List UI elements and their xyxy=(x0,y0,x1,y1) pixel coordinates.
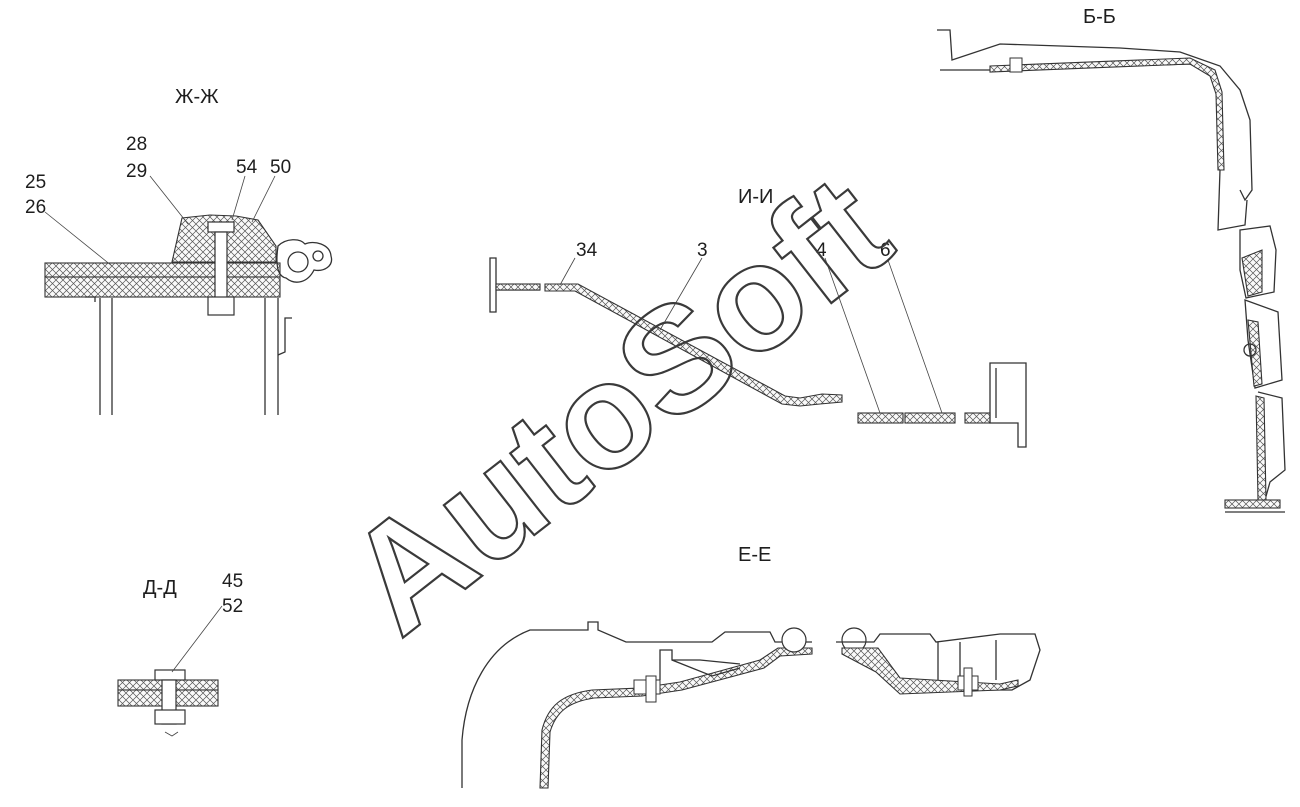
ii-sloped-panel xyxy=(544,283,843,407)
zh-bracket-hole xyxy=(287,251,309,273)
bb-top-fastener xyxy=(1009,57,1023,73)
dd-leader-45 xyxy=(171,605,223,673)
callout-3: 3 xyxy=(697,240,708,261)
ee-right-panel xyxy=(841,647,1019,695)
section-b-b-view: Б-Б xyxy=(937,6,1286,513)
zh-leader-28 xyxy=(149,175,189,225)
watermark-text: AutoSoft xyxy=(316,143,918,665)
callout-52: 52 xyxy=(222,596,243,617)
callout-34: 34 xyxy=(576,240,598,261)
callout-4: 4 xyxy=(816,240,827,261)
ii-leader-3 xyxy=(659,257,703,331)
ee-left-bolt xyxy=(645,675,657,703)
zh-panel-bottom xyxy=(44,276,281,298)
callout-50: 50 xyxy=(270,157,291,178)
ii-panel-6 xyxy=(904,412,956,424)
section-title-i: И-И xyxy=(738,186,773,208)
zh-angle-left xyxy=(85,296,96,302)
ii-panel-left xyxy=(495,283,541,291)
section-e-e-view: Е-Е xyxy=(461,544,1041,789)
callout-54: 54 xyxy=(236,157,258,178)
dd-bolt-tip xyxy=(164,731,179,737)
zh-bracket xyxy=(276,239,333,283)
zh-bolt-head xyxy=(207,221,235,233)
ee-right-ribs xyxy=(937,640,997,680)
ee-left-inner-frame xyxy=(659,649,741,680)
bb-pillar-3 xyxy=(1244,299,1283,389)
ii-panel-right xyxy=(964,412,991,424)
bb-pillar-panel-1 xyxy=(1241,249,1263,297)
bb-inner-profile xyxy=(940,63,1221,151)
callout-45: 45 xyxy=(222,571,243,592)
zh-nut xyxy=(207,296,235,316)
callout-26: 26 xyxy=(25,197,46,218)
section-i-i-view: И-И 34 3 4 6 xyxy=(489,186,1027,448)
ii-leader-4 xyxy=(824,257,881,414)
bb-upper-panel xyxy=(989,57,1225,171)
ii-leader-6 xyxy=(887,259,943,414)
zh-angle-right xyxy=(277,317,292,356)
bb-outer-profile xyxy=(937,29,1253,202)
section-title-b: Б-Б xyxy=(1083,6,1116,28)
ee-outer-profile-right xyxy=(836,633,1041,691)
zh-panel-top xyxy=(44,262,281,278)
ee-left-inner-rib xyxy=(672,659,741,665)
zh-support-right xyxy=(264,298,279,415)
ii-leader-34 xyxy=(559,257,576,286)
ee-right-bolt xyxy=(963,667,973,697)
zh-bolt-shank xyxy=(214,231,228,303)
callout-25: 25 xyxy=(25,172,46,193)
bb-pillar-bolt xyxy=(1243,343,1257,357)
section-d-d-view: Д-Д 45 52 xyxy=(117,571,243,737)
bb-pillar-1 xyxy=(1217,169,1248,231)
zh-bracket-small-hole xyxy=(312,250,324,262)
bb-pillar-panel-3 xyxy=(1255,395,1267,501)
ee-seal-left xyxy=(781,627,807,653)
callout-29: 29 xyxy=(126,161,147,182)
ii-panel-4 xyxy=(857,412,904,424)
section-title-d: Д-Д xyxy=(143,577,177,599)
zh-leader-25 xyxy=(44,211,113,267)
ee-left-panel xyxy=(539,647,813,789)
ee-outer-profile-left xyxy=(461,621,812,788)
bb-floor-panel xyxy=(1224,499,1281,509)
zh-leader-54 xyxy=(231,175,246,221)
ii-left-bracket xyxy=(489,257,497,313)
section-zh-zh-view: Ж-Ж 28 29 25 26 54 50 xyxy=(25,86,333,415)
zh-leader-50 xyxy=(251,175,276,223)
dd-nut xyxy=(154,709,186,725)
section-title-e: Е-Е xyxy=(738,544,771,566)
callout-28: 28 xyxy=(126,134,147,155)
ii-right-bracket xyxy=(989,362,1027,448)
callout-6: 6 xyxy=(880,240,891,261)
bb-pillar-2 xyxy=(1239,225,1277,299)
zh-support-left xyxy=(99,298,113,415)
dd-bolt-head xyxy=(154,669,186,681)
section-title-zh: Ж-Ж xyxy=(175,86,219,108)
bb-pillar-4 xyxy=(1257,391,1286,501)
